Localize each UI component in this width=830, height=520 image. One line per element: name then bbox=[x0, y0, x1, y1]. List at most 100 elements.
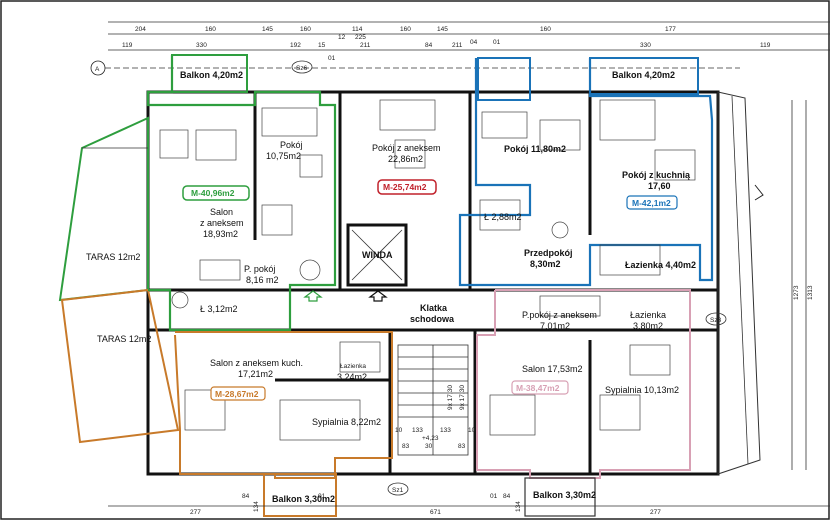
dim-bottom-2: 84 bbox=[242, 493, 250, 500]
dim-top-5: 114 bbox=[352, 26, 363, 33]
taras-2-label: TARAS 12m2 bbox=[97, 334, 151, 344]
arrow-up-black-icon bbox=[368, 290, 388, 302]
pokoj-1-label: Pokój bbox=[280, 140, 303, 150]
dim-top-4: 160 bbox=[300, 26, 311, 33]
salon-kuch-label: Salon z aneksem kuch. bbox=[210, 358, 303, 368]
stair-dim-8: 10 bbox=[395, 427, 403, 434]
salon-aneks-area: 18,93m2 bbox=[203, 229, 238, 239]
apartment-outlines bbox=[146, 54, 714, 517]
dim-bottom-6: 84 bbox=[503, 493, 511, 500]
balkon-bottom-left-label: Balkon 3,30m2 bbox=[272, 494, 335, 504]
stair-dim-10: 10 bbox=[468, 427, 476, 434]
schodowa-label: schodowa bbox=[410, 314, 455, 324]
dim-top-6: 160 bbox=[400, 26, 411, 33]
dim-extra-3: 01 bbox=[328, 55, 336, 62]
tag-m3847: M-38,47m2 bbox=[511, 380, 569, 395]
stair-dim-7: +4,23 bbox=[422, 435, 439, 442]
sypialnia-822-label: Sypialnia 8,22m2 bbox=[312, 417, 381, 427]
winda-label: WINDA bbox=[362, 250, 393, 260]
klatka-label: Klatka bbox=[420, 303, 448, 313]
dim-top2-6: 84 bbox=[425, 42, 433, 49]
salon-1753-label: Salon 17,53m2 bbox=[522, 364, 583, 374]
pokoj-kuchnia-label: Pokój z kuchnią bbox=[622, 170, 691, 180]
lazienka-380-area: 3,80m2 bbox=[633, 321, 663, 331]
tag-m421: M-42,1m2 bbox=[626, 195, 678, 210]
furniture bbox=[159, 99, 696, 441]
dim-top-8: 160 bbox=[540, 26, 551, 33]
dim-top2-3: 192 bbox=[290, 42, 301, 49]
dim-bottom-7: 277 bbox=[650, 509, 661, 516]
sz6-tag: Sz6 bbox=[296, 65, 308, 72]
axis-label: A bbox=[95, 66, 100, 73]
dim-bottom-5: 01 bbox=[490, 493, 498, 500]
pokoj-aneks-1-area: 22,86m2 bbox=[388, 154, 423, 164]
l-312-label: Ł 3,12m2 bbox=[200, 304, 238, 314]
tag-m3847-text: M-38,47m2 bbox=[516, 383, 560, 393]
p-pokoj-label: P. pokój bbox=[244, 264, 275, 274]
dim-top-9: 177 bbox=[665, 26, 676, 33]
dim-bottom-4: 671 bbox=[430, 509, 441, 516]
dim-top2-1: 119 bbox=[122, 42, 133, 49]
balkon-top-left-label: Balkon 4,20m2 bbox=[180, 70, 243, 80]
stair-dim-6: 83 bbox=[458, 443, 466, 450]
dim-bottom-3: 01 bbox=[318, 493, 326, 500]
przedpokoj-label: Przedpokój bbox=[524, 248, 573, 258]
p-pokoj-aneks-label: P.pokój z aneksem bbox=[522, 310, 597, 320]
sz3-ring bbox=[705, 312, 727, 326]
side-dim-1: 1273 bbox=[793, 285, 800, 300]
l-288-label: Ł 2,88m2 bbox=[484, 212, 522, 222]
balkon-top-right-label: Balkon 4,20m2 bbox=[612, 70, 675, 80]
stair-dim-9: 30 bbox=[425, 443, 433, 450]
przedpokoj-area: 8,30m2 bbox=[530, 259, 561, 269]
sypialnia-1013-label: Sypialnia 10,13m2 bbox=[605, 385, 679, 395]
salon-aneks-label: Salon bbox=[210, 207, 233, 217]
elevator-cross-2 bbox=[351, 229, 403, 281]
dim-extra-5: 04 bbox=[470, 39, 478, 46]
stair-dim-1: 9x 17,30 bbox=[447, 385, 454, 410]
dim-top-2: 160 bbox=[205, 26, 216, 33]
tag-m421-text: M-42,1m2 bbox=[632, 198, 671, 208]
pokoj-kuchnia-area: 17,60 bbox=[648, 181, 671, 191]
dim-top2-9: 119 bbox=[760, 42, 771, 49]
dim-extra-2: 12 bbox=[338, 34, 346, 41]
stair-dim-2: 9x 17,30 bbox=[459, 385, 466, 410]
tag-m2867-text: M-28,67m2 bbox=[215, 389, 259, 399]
taras-1-label: TARAS 12m2 bbox=[86, 252, 140, 262]
lazienka-324-label: Łazienka bbox=[340, 363, 366, 370]
sz1-tag: Sz1 bbox=[392, 487, 404, 494]
dim-bottom-9: 134 bbox=[515, 501, 522, 512]
dim-top2-5: 211 bbox=[360, 42, 371, 49]
dim-top-7: 145 bbox=[437, 26, 448, 33]
sz1-ring bbox=[387, 482, 409, 496]
dim-top2-8: 330 bbox=[640, 42, 651, 49]
dim-bottom-8: 134 bbox=[253, 501, 260, 512]
balkon-bottom-right-label: Balkon 3,30m2 bbox=[533, 490, 596, 500]
bottom-dimensions: 277 84 01 671 01 84 277 134 134 bbox=[108, 493, 830, 516]
top-dimensions: 204 160 145 160 114 160 145 160 177 119 … bbox=[108, 21, 830, 62]
staircase bbox=[397, 344, 469, 456]
lazienka-380-label: Łazienka bbox=[630, 310, 666, 320]
arrow-up-green-icon bbox=[303, 290, 323, 302]
lazienka-440-label: Łazienka 4,40m2 bbox=[625, 260, 696, 270]
dim-top2-2: 330 bbox=[196, 42, 207, 49]
stair-dim-4: 133 bbox=[412, 427, 423, 434]
sz6-ring bbox=[291, 60, 313, 74]
stair-dim-3: 83 bbox=[402, 443, 410, 450]
dim-top-1: 204 bbox=[135, 26, 146, 33]
salon-aneks-label-2: z aneksem bbox=[200, 218, 244, 228]
pokoj-aneks-1-label: Pokój z aneksem bbox=[372, 143, 441, 153]
dim-extra-4: 01 bbox=[493, 39, 501, 46]
tag-m2574: M-25,74m2 bbox=[377, 179, 437, 195]
tag-m4096-text: M-40,96m2 bbox=[191, 188, 235, 198]
pokoj-1-area: 10,75m2 bbox=[266, 151, 301, 161]
terrace-1-outline bbox=[58, 116, 149, 302]
right-facade bbox=[717, 91, 761, 475]
right-facade-inner bbox=[731, 95, 749, 465]
terrace-2-outline bbox=[60, 288, 180, 444]
sz3-tag: Sz3 bbox=[710, 317, 722, 324]
dim-top2-7: 211 bbox=[452, 42, 463, 49]
stair-dim-5: 133 bbox=[440, 427, 451, 434]
dim-extra-1: 225 bbox=[355, 34, 366, 41]
